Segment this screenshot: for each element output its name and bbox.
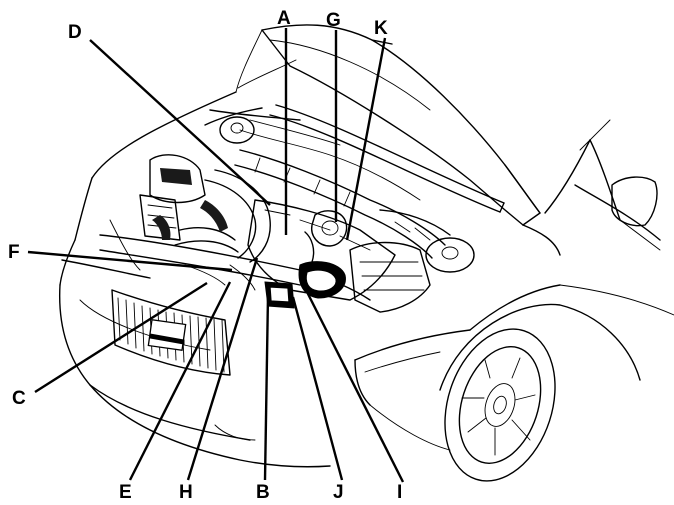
leader-line-j: [291, 296, 344, 481]
front-wheel: [444, 328, 556, 482]
leader-lines: [27, 28, 405, 483]
callout-k: K: [374, 18, 388, 39]
leader-line-c: [34, 281, 208, 394]
callout-e: E: [119, 482, 132, 503]
leader-line-d: [89, 39, 271, 206]
leader-line-i: [303, 287, 405, 483]
callout-j: J: [333, 482, 344, 503]
callout-a: A: [277, 8, 291, 29]
callout-c: C: [12, 388, 26, 409]
hood: [235, 24, 541, 226]
leader-line-f: [27, 250, 233, 272]
callout-f: F: [8, 242, 20, 263]
leader-line-e: [128, 281, 232, 481]
leader-line-b: [263, 294, 270, 481]
leader-line-k: [345, 37, 387, 241]
callout-d: D: [68, 22, 82, 43]
front-grille: [111, 289, 231, 376]
callout-b: B: [256, 482, 270, 503]
callout-labels: A G K D F C E H B J I: [8, 8, 402, 503]
callout-g: G: [326, 10, 341, 31]
engine-bay: [139, 107, 475, 313]
leader-line-h: [186, 257, 259, 481]
callout-i: I: [397, 482, 402, 503]
callout-h: H: [179, 482, 193, 503]
car-illustration: [58, 24, 674, 482]
hood-strut: [269, 104, 505, 213]
car-body: [58, 91, 674, 468]
